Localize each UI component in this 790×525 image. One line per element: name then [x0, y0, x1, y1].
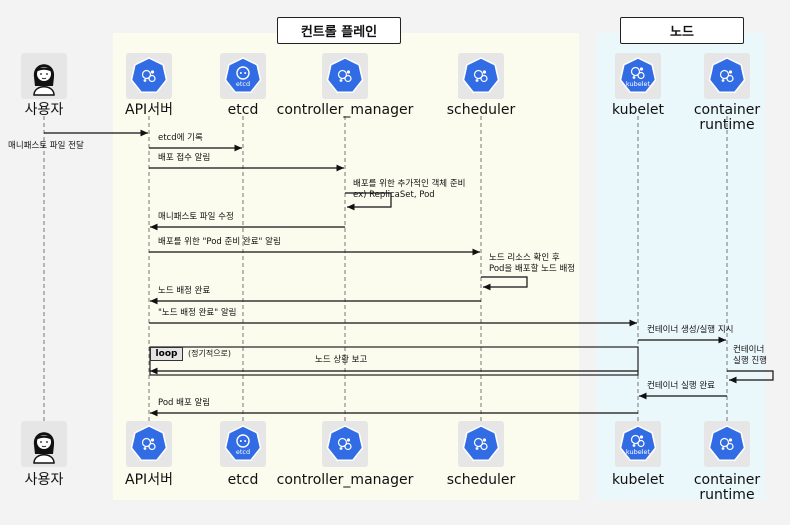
loop-condition: (정기적으로) — [188, 349, 232, 358]
participant-label-kubelet-top: kubelet — [611, 102, 665, 118]
participant-label-kubelet-bottom: kubelet — [611, 472, 665, 488]
message-label-8: "노드 배정 완료" 알림 — [158, 308, 237, 318]
loop-frame — [149, 346, 639, 376]
user-avatar-icon-bottom — [21, 421, 67, 467]
message-label-0: 매니패스토 파일 전달 — [8, 141, 84, 151]
icon-caption: etcd — [236, 80, 250, 88]
kubernetes-runtime-icon-bottom — [704, 421, 750, 467]
kubernetes-scheduler-icon-top — [458, 53, 504, 99]
message-label-2: 배포 접수 알림 — [158, 153, 211, 163]
participant-label-api-bottom: API서버 — [125, 472, 173, 488]
kubernetes-controller-icon-bottom — [322, 421, 368, 467]
control-plane-title: 컨트롤 플레인 — [277, 17, 401, 44]
participant-label-sched-top: scheduler — [446, 102, 516, 118]
kubernetes-scheduler-icon-bottom — [458, 421, 504, 467]
message-label-1: etcd에 기록 — [158, 133, 203, 143]
message-arrow-3 — [345, 192, 392, 211]
message-label-9: 컨테이너 생성/실행 지시 — [647, 325, 734, 335]
icon-caption: kubelet — [626, 448, 651, 456]
message-label-7: 노드 배정 완료 — [158, 286, 211, 296]
message-label-5: 배포를 위한 "Pod 준비 완료" 알림 — [158, 237, 281, 247]
participant-label-etcd-top: etcd — [227, 102, 259, 118]
kubernetes-etcd-icon-bottom: etcd — [220, 421, 266, 467]
loop-label: loop — [150, 347, 183, 361]
message-arrow-10 — [727, 370, 774, 384]
kubernetes-api-icon-bottom — [126, 421, 172, 467]
node-title: 노드 — [620, 17, 744, 44]
kubernetes-controller-icon-top — [322, 53, 368, 99]
message-arrow-6 — [481, 276, 528, 291]
message-label-12: 컨테이너 실행 완료 — [647, 381, 715, 391]
icon-caption: kubelet — [626, 80, 651, 88]
kubernetes-kubelet-icon-bottom: kubelet — [615, 421, 661, 467]
participant-label-cm-top: controller_manager — [276, 102, 414, 118]
kubernetes-etcd-icon-top: etcd — [220, 53, 266, 99]
participant-label-cm-bottom: controller_manager — [276, 472, 414, 488]
participant-label-api-top: API서버 — [125, 102, 173, 118]
icon-caption: etcd — [236, 448, 250, 456]
kubernetes-runtime-icon-top — [704, 53, 750, 99]
user-avatar-icon-top — [21, 53, 67, 99]
message-label-11: 노드 상황 보고 — [315, 355, 368, 365]
message-label-13: Pod 배포 알림 — [158, 398, 211, 408]
participant-label-user-top: 사용자 — [24, 102, 64, 118]
participant-label-etcd-bottom: etcd — [227, 472, 259, 488]
message-label-4: 매니패스토 파일 수정 — [158, 212, 234, 222]
participant-label-sched-bottom: scheduler — [446, 472, 516, 488]
kubernetes-api-icon-top — [126, 53, 172, 99]
participant-label-user-bottom: 사용자 — [24, 472, 64, 488]
kubernetes-kubelet-icon-top: kubelet — [615, 53, 661, 99]
